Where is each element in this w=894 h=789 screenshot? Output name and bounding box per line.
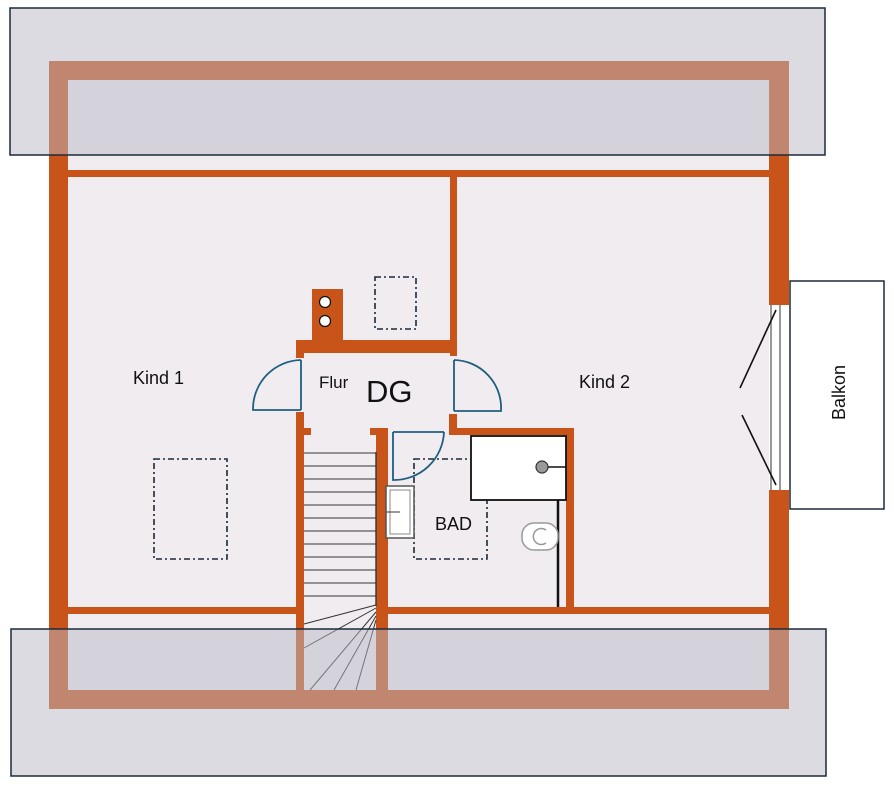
skylight-flur	[374, 276, 417, 330]
room-label-flur: Flur	[319, 373, 349, 392]
doors	[252, 359, 502, 481]
door-kind2	[453, 359, 502, 412]
toilet	[521, 522, 559, 551]
shower-drain	[535, 460, 549, 474]
chimney	[312, 289, 343, 340]
balcony-door-opening	[739, 305, 789, 490]
floor-label: DG	[366, 374, 413, 409]
room-label-balkon: Balkon	[829, 365, 849, 420]
bathroom-fixtures	[385, 435, 567, 607]
interior-walls	[68, 170, 769, 694]
balcony	[789, 280, 885, 510]
room-label-bad: BAD	[435, 514, 472, 534]
room-label-kind1: Kind 1	[133, 368, 184, 388]
roof-overhang-bottom	[10, 628, 827, 777]
room-label-kind2: Kind 2	[579, 372, 630, 392]
washbasin	[385, 485, 415, 539]
door-kind1	[252, 359, 302, 411]
door-bad	[392, 431, 445, 481]
skylight-kind1	[153, 458, 228, 560]
shower-tray	[470, 435, 567, 501]
roof-overhang-top	[9, 7, 826, 156]
